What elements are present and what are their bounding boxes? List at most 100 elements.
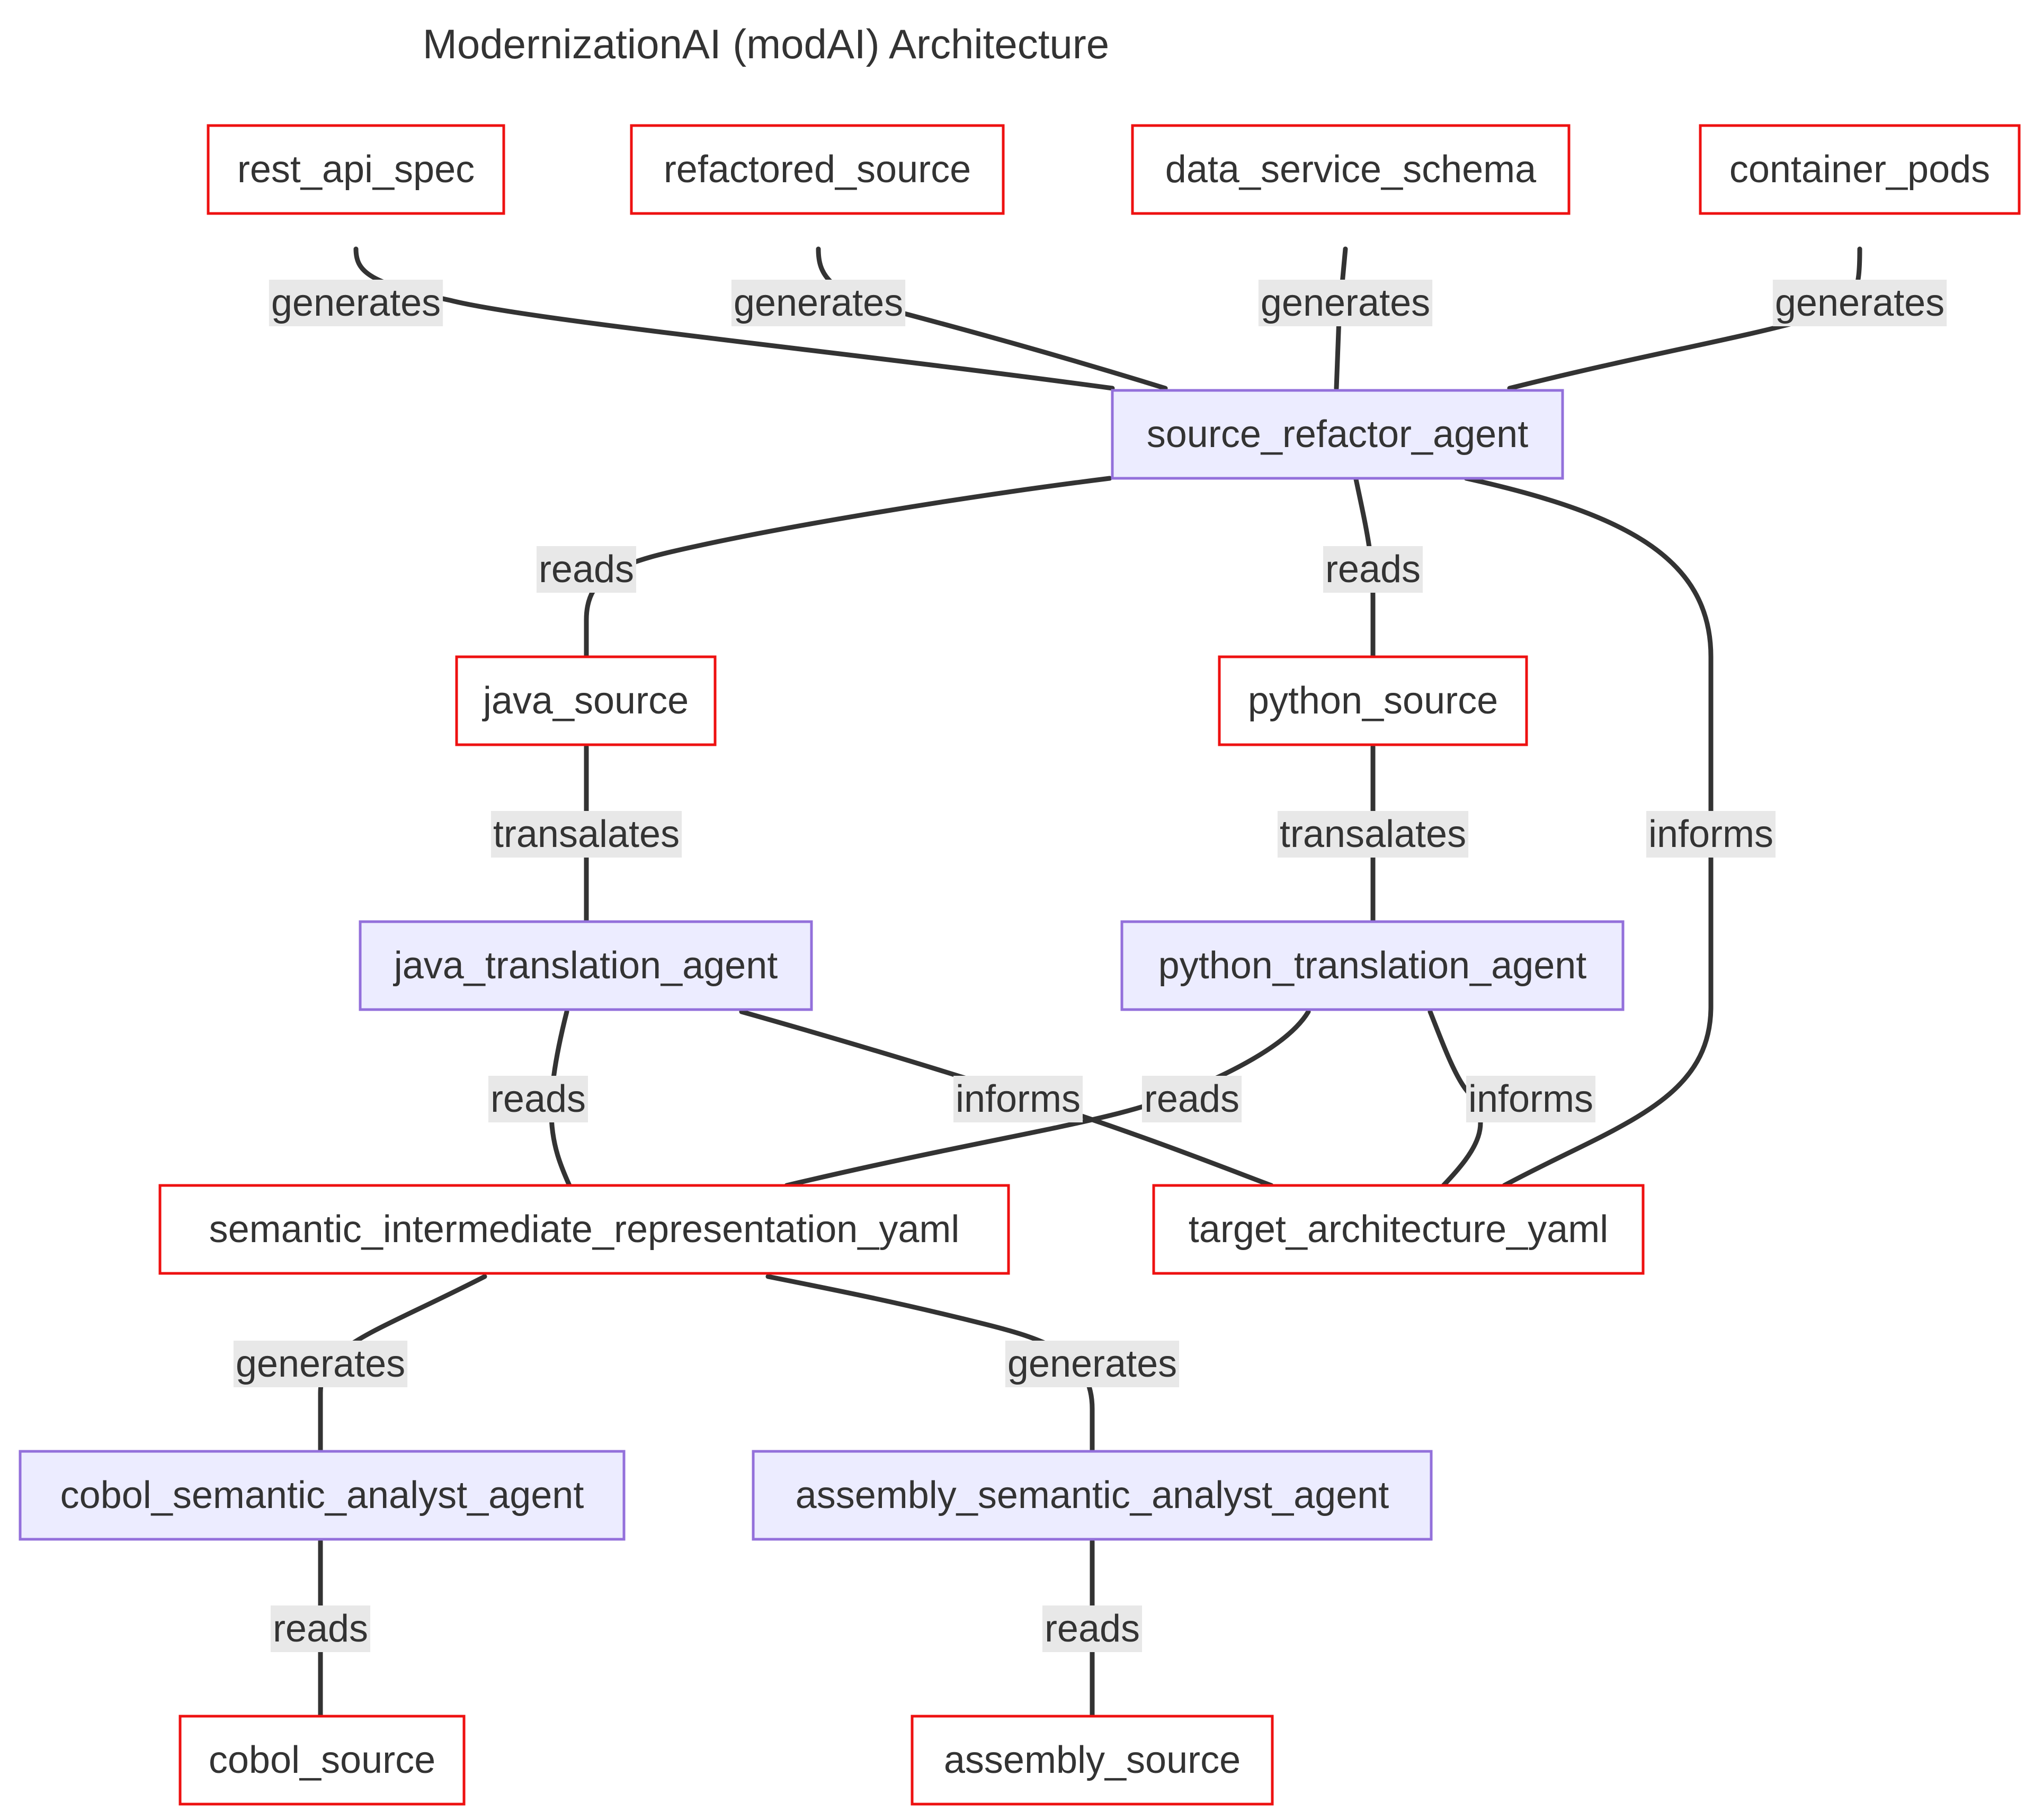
node-label: cobol_semantic_analyst_agent xyxy=(60,1474,584,1516)
edge-label-text: transalates xyxy=(493,813,680,855)
edge-label-background xyxy=(1772,280,1947,326)
node-java-translation-agent: java_translation_agent xyxy=(359,920,813,1011)
edge-label-text: generates xyxy=(1261,282,1430,324)
node-cobol-source: cobol_source xyxy=(179,1715,466,1806)
node-label: assembly_source xyxy=(944,1739,1241,1781)
edge-label-reads: reads xyxy=(1042,1605,1143,1652)
node-assembly-source: assembly_source xyxy=(911,1715,1274,1806)
edge-label-background xyxy=(1277,811,1469,858)
diagram-title: ModernizationAI (modAI) Architecture xyxy=(423,21,1109,67)
edge-label-informs: informs xyxy=(1466,1076,1596,1122)
edge-label-generates: generates xyxy=(1772,280,1947,326)
node-java-source: java_source xyxy=(455,655,717,746)
edge-target_architecture_yaml-to-source_refactor_agent xyxy=(1464,476,1714,1188)
edge-label-text: reads xyxy=(490,1078,586,1120)
edge-label-generates: generates xyxy=(731,280,906,326)
node-label: data_service_schema xyxy=(1165,148,1537,191)
node-container-pods: container_pods xyxy=(1699,124,2021,215)
edge-label-informs: informs xyxy=(953,1076,1083,1122)
edge-label-background xyxy=(1258,280,1433,326)
edge-label-reads: reads xyxy=(1141,1076,1242,1122)
edge-label-transalates: transalates xyxy=(1277,811,1469,858)
artifact-box xyxy=(1699,124,2021,215)
node-label: semantic_intermediate_representation_yam… xyxy=(209,1208,960,1251)
edge-label-reads: reads xyxy=(488,1076,588,1122)
edge-label-background xyxy=(270,1605,371,1652)
node-source-refactor-agent: source_refactor_agent xyxy=(1111,389,1564,480)
edge-label-background xyxy=(536,546,637,593)
edge-label-text: reads xyxy=(1325,548,1421,591)
node-label: python_source xyxy=(1248,680,1498,722)
node-assembly-semantic-analyst-agent: assembly_semantic_analyst_agent xyxy=(752,1450,1433,1541)
edge-label-text: generates xyxy=(1007,1343,1177,1385)
edge-label-background xyxy=(1005,1341,1180,1387)
edge-label-reads: reads xyxy=(1323,546,1423,593)
node-rest-api-spec: rest_api_spec xyxy=(207,124,505,215)
edge-label-text: reads xyxy=(273,1608,368,1650)
edge-label-background xyxy=(731,280,906,326)
node-label: source_refactor_agent xyxy=(1147,413,1528,456)
edge-label-text: informs xyxy=(1648,813,1773,855)
edge-label-informs: informs xyxy=(1646,811,1776,858)
node-data-service-schema: data_service_schema xyxy=(1131,124,1571,215)
edge-label-background xyxy=(1141,1076,1242,1122)
edge-label-text: generates xyxy=(236,1343,405,1385)
edge-label-background xyxy=(233,1341,408,1387)
edge-label-generates: generates xyxy=(233,1341,408,1387)
artifact-box xyxy=(158,1184,1010,1275)
edge-label-background xyxy=(269,280,443,326)
agent-box xyxy=(752,1450,1433,1541)
artifact-box xyxy=(1131,124,1571,215)
artifact-box xyxy=(630,124,1005,215)
artifact-box xyxy=(179,1715,466,1806)
edge-label-reads: reads xyxy=(536,546,637,593)
edge-source_refactor_agent-to-rest_api_spec xyxy=(353,246,1115,391)
edge-label-text: reads xyxy=(1045,1608,1140,1650)
edge-label-generates: generates xyxy=(1005,1341,1180,1387)
node-semantic-intermediate-representation-yaml: semantic_intermediate_representation_yam… xyxy=(158,1184,1010,1275)
node-python-translation-agent: python_translation_agent xyxy=(1120,920,1625,1011)
edge-label-text: generates xyxy=(1775,282,1944,324)
edge-labels-layer: generates generates generates generates read… xyxy=(233,280,1947,1652)
edge-label-transalates: transalates xyxy=(490,811,682,858)
artifact-box xyxy=(1152,1184,1645,1275)
artifact-box xyxy=(1218,655,1528,746)
node-label: rest_api_spec xyxy=(237,148,475,191)
node-label: container_pods xyxy=(1729,148,1990,191)
agent-box xyxy=(19,1450,626,1541)
artifact-box xyxy=(455,655,717,746)
edge-label-background xyxy=(1042,1605,1143,1652)
nodes-layer: rest_api_spec refactored_source data_servi… xyxy=(19,124,2021,1806)
node-refactored-source: refactored_source xyxy=(630,124,1005,215)
edge-label-background xyxy=(490,811,682,858)
edge-source_refactor_agent-to-refactored_source xyxy=(816,246,1168,391)
node-target-architecture-yaml: target_architecture_yaml xyxy=(1152,1184,1645,1275)
node-python-source: python_source xyxy=(1218,655,1528,746)
edge-label-text: informs xyxy=(1468,1078,1593,1120)
node-label: java_translation_agent xyxy=(393,944,778,987)
agent-box xyxy=(1111,389,1564,480)
edge-label-reads: reads xyxy=(270,1605,371,1652)
artifact-box xyxy=(911,1715,1274,1806)
edge-label-background xyxy=(1323,546,1423,593)
node-label: cobol_source xyxy=(209,1739,435,1781)
node-label: assembly_semantic_analyst_agent xyxy=(796,1474,1389,1516)
agent-box xyxy=(359,920,813,1011)
node-label: python_translation_agent xyxy=(1158,944,1587,987)
edge-label-text: reads xyxy=(539,548,634,591)
edge-label-generates: generates xyxy=(269,280,443,326)
node-cobol-semantic-analyst-agent: cobol_semantic_analyst_agent xyxy=(19,1450,626,1541)
edge-label-text: reads xyxy=(1144,1078,1239,1120)
edge-label-background xyxy=(1466,1076,1596,1122)
node-label: target_architecture_yaml xyxy=(1189,1208,1608,1251)
artifact-box xyxy=(207,124,505,215)
edge-label-text: generates xyxy=(271,282,441,324)
edge-label-text: informs xyxy=(956,1078,1081,1120)
edge-label-background xyxy=(953,1076,1083,1122)
node-label: refactored_source xyxy=(664,148,971,191)
node-label: java_source xyxy=(482,680,689,722)
agent-box xyxy=(1120,920,1625,1011)
edge-label-background xyxy=(1646,811,1776,858)
edge-label-text: transalates xyxy=(1280,813,1466,855)
